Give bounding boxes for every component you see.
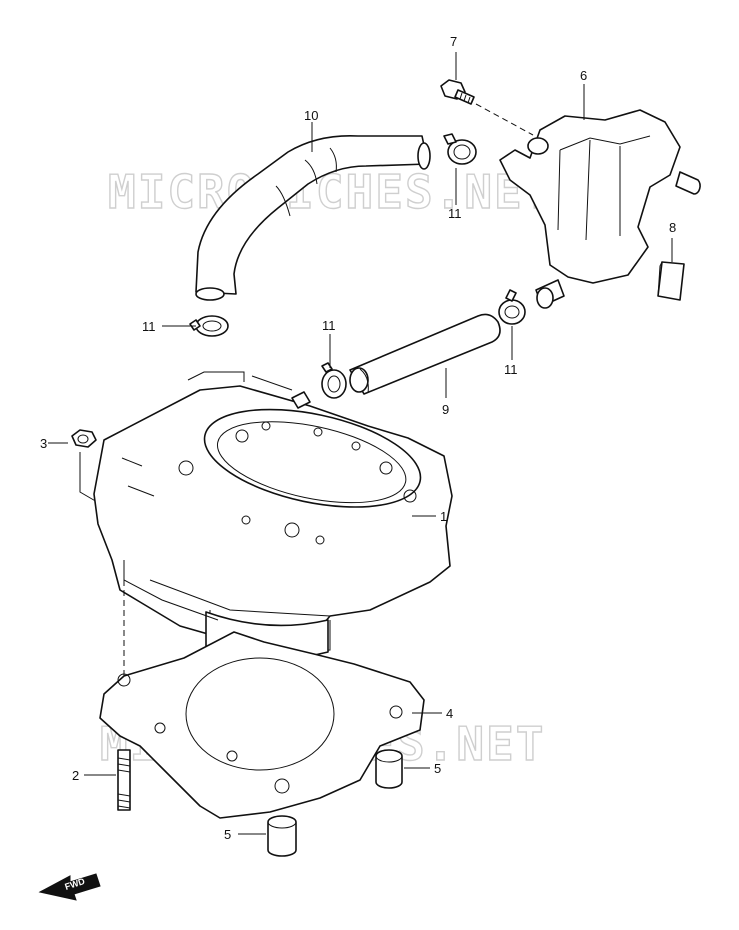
callout-4: 4: [446, 706, 453, 721]
clamp-part-11-center[interactable]: [321, 362, 347, 399]
callout-11-center: 11: [322, 318, 336, 333]
callout-5-lower: 5: [224, 827, 231, 842]
hose-part-10[interactable]: [195, 135, 431, 301]
callout-11-lower-right: 11: [504, 362, 518, 377]
dowel-part-5-right[interactable]: [375, 749, 403, 789]
stud-part-2[interactable]: [117, 749, 131, 811]
callout-8: 8: [669, 220, 676, 235]
fwd-arrow-icon: FWD: [38, 873, 101, 901]
housing-part-6[interactable]: [499, 109, 701, 309]
callout-7: 7: [450, 34, 457, 49]
callout-9: 9: [442, 402, 449, 417]
callout-5-right: 5: [434, 761, 441, 776]
leader-7: [475, 103, 534, 136]
nut-part-3[interactable]: [71, 429, 97, 448]
callout-1: 1: [440, 509, 447, 524]
pad-part-8[interactable]: [657, 261, 685, 301]
callout-10: 10: [304, 108, 318, 123]
callout-2: 2: [72, 768, 79, 783]
callout-11-upper-right: 11: [448, 206, 462, 221]
callout-6: 6: [580, 68, 587, 83]
callout-3: 3: [40, 436, 47, 451]
bolt-part-7[interactable]: [440, 79, 475, 105]
cylinder-part-1[interactable]: [93, 371, 453, 660]
clamp-part-11-left[interactable]: [189, 315, 229, 337]
gasket-part-4[interactable]: [99, 631, 425, 819]
clamp-part-11-upper-right[interactable]: [443, 133, 477, 165]
dowel-part-5-lower[interactable]: [267, 815, 297, 857]
hose-part-9[interactable]: [349, 313, 501, 395]
clamp-part-11-lower-right[interactable]: [498, 289, 526, 325]
callout-11-left: 11: [142, 319, 156, 334]
